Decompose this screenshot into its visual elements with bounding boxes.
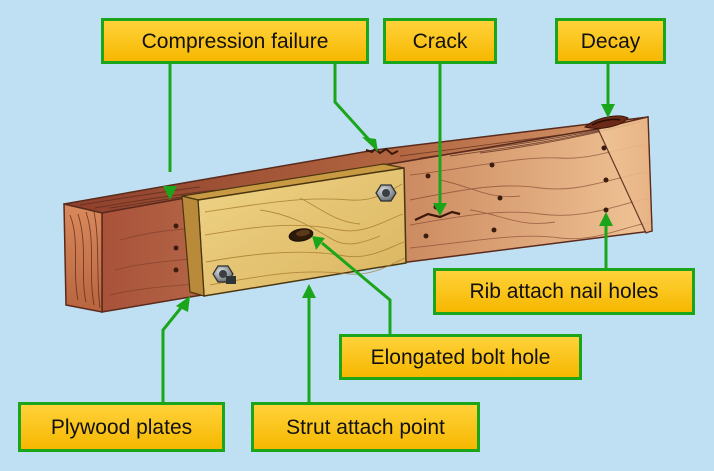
compression-failure-line [365,147,399,156]
leader-lines [161,62,610,402]
elongated-bolt-hole [288,228,314,242]
end-grain-lines [69,211,101,309]
leader-compression-failure-right [333,62,374,145]
rib-nail-holes [173,145,609,273]
spar-left-end [63,203,103,313]
label-plywood-plates: Plywood plates [18,402,225,452]
spar-right-end [597,116,653,234]
leader-plywood-plates [161,303,186,402]
label-compression-failure: Compression failure [101,18,369,64]
bolt-top-right [375,184,397,202]
label-elongated-bolt-hole: Elongated bolt hole [339,334,582,380]
label-crack: Crack [383,18,497,64]
leader-arrowheads [163,104,615,312]
decay-area [583,115,629,129]
leader-elongated-bolt-hole [321,241,392,336]
label-decay: Decay [555,18,666,64]
crack-line [414,210,461,221]
bolt-bottom-left [212,265,236,284]
label-rib-attach-nail-holes: Rib attach nail holes [433,268,695,315]
label-strut-attach-point: Strut attach point [251,402,480,452]
plywood-plate-left-edge [181,195,205,297]
